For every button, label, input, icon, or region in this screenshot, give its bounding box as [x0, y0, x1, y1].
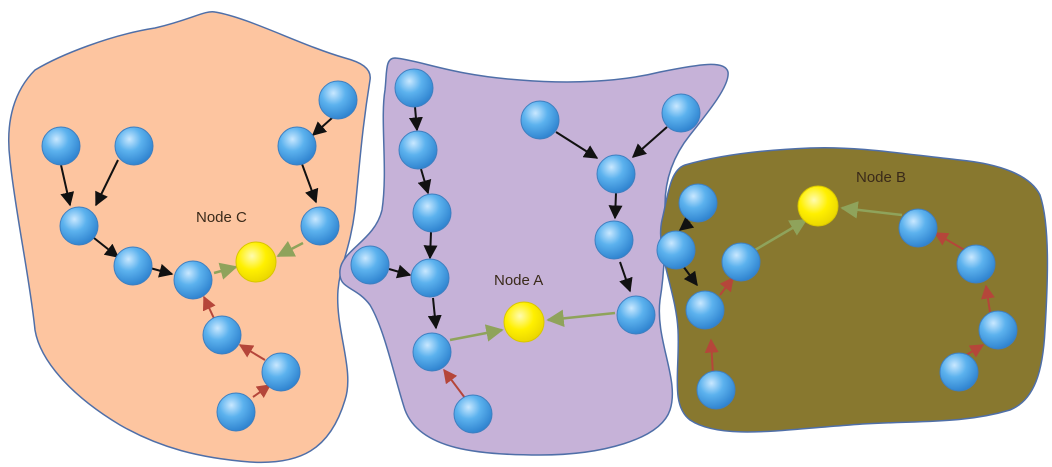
member-node [412, 193, 452, 233]
member-node [216, 392, 256, 432]
member-node [410, 258, 450, 298]
member-node [520, 100, 560, 140]
member-node [261, 352, 301, 392]
member-node [173, 260, 213, 300]
member-node [721, 242, 761, 282]
member-node [678, 183, 718, 223]
edges-region-c [60, 117, 333, 398]
member-node [656, 230, 696, 270]
member-node [596, 154, 636, 194]
member-node [41, 126, 81, 166]
edges-region-a [388, 106, 668, 399]
member-node [412, 332, 452, 372]
member-node [300, 206, 340, 246]
nodes-region-a [350, 68, 701, 434]
cluster-head-node-c [235, 241, 277, 283]
member-node [350, 245, 390, 285]
region-c [7, 11, 371, 464]
member-node [202, 315, 242, 355]
label-node-c: Node C [196, 209, 247, 226]
member-node [59, 206, 99, 246]
member-node [114, 126, 154, 166]
member-node [594, 220, 634, 260]
member-node [277, 126, 317, 166]
member-node [318, 80, 358, 120]
member-node [113, 246, 153, 286]
member-node [978, 310, 1018, 350]
member-node [685, 290, 725, 330]
cluster-head-node-b [797, 185, 839, 227]
member-node [898, 208, 938, 248]
member-node [453, 394, 493, 434]
member-node [661, 93, 701, 133]
label-node-a: Node A [494, 272, 543, 289]
edges-region-b [678, 201, 995, 376]
member-node [394, 68, 434, 108]
member-node [956, 244, 996, 284]
cluster-head-node-a [503, 301, 545, 343]
member-node [696, 370, 736, 410]
member-node [616, 295, 656, 335]
nodes-region-b [656, 183, 1018, 410]
member-node [398, 130, 438, 170]
member-node [939, 352, 979, 392]
nodes-region-c [41, 80, 358, 432]
label-node-b: Node B [856, 169, 906, 186]
